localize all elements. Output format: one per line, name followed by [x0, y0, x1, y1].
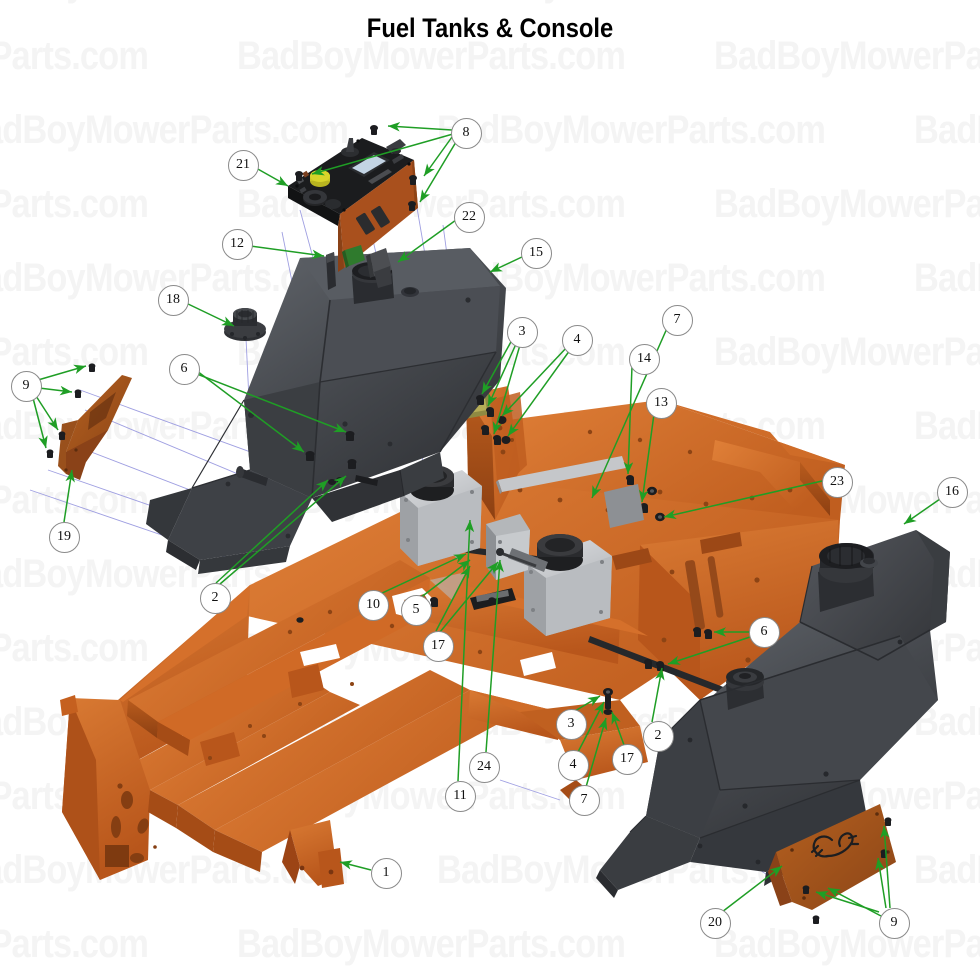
pump-linkage-rod [496, 548, 537, 568]
callout-number: 22 [462, 209, 476, 224]
rear-hydraulic-pump [524, 534, 612, 636]
callout-bubble-23[interactable]: 23 [821, 466, 853, 498]
callout-bubble-8[interactable]: 8 [450, 117, 482, 149]
callout-bubble-18[interactable]: 18 [157, 284, 189, 316]
page-title-text: Fuel Tanks & Console [366, 13, 614, 43]
operator-console [288, 138, 418, 272]
callout-bubble-10[interactable]: 10 [357, 589, 389, 621]
callout-bubble-24[interactable]: 24 [468, 751, 500, 783]
callout-number: 12 [230, 236, 244, 251]
callout-bubble-4[interactable]: 4 [561, 324, 593, 356]
callout-bubble-3[interactable]: 3 [506, 316, 538, 348]
callout-bubble-6[interactable]: 6 [168, 353, 200, 385]
callout-bubble-19[interactable]: 19 [48, 521, 80, 553]
callout-number: 7 [673, 312, 681, 327]
callout-bubble-22[interactable]: 22 [453, 201, 485, 233]
callout-bubble-17[interactable]: 17 [611, 743, 643, 775]
callout-number: 4 [569, 757, 577, 772]
callout-bubble-14[interactable]: 14 [628, 343, 660, 375]
callout-number: 5 [412, 602, 420, 617]
left-decal-panel [58, 375, 132, 480]
callout-leader-lines [32, 121, 941, 917]
callout-number: 6 [180, 361, 188, 376]
callout-number: 17 [620, 751, 634, 766]
callout-number: 7 [580, 792, 588, 807]
callout-number: 6 [760, 624, 768, 639]
callout-bubble-11[interactable]: 11 [444, 780, 476, 812]
callout-number: 9 [890, 915, 898, 930]
callout-bubble-15[interactable]: 15 [520, 237, 552, 269]
callout-bubble-12[interactable]: 12 [221, 228, 253, 260]
callout-number: 10 [366, 597, 380, 612]
callout-bubble-4[interactable]: 4 [557, 749, 589, 781]
callout-bubble-16[interactable]: 16 [936, 476, 968, 508]
callout-bubble-9[interactable]: 9 [878, 907, 910, 939]
callout-bubble-17[interactable]: 17 [422, 630, 454, 662]
right-fuel-tank [596, 530, 950, 898]
console-mount-clip [366, 248, 392, 288]
callout-bubble-9[interactable]: 9 [10, 370, 42, 402]
callout-bubble-2[interactable]: 2 [642, 720, 674, 752]
callout-number: 16 [945, 484, 959, 499]
callout-number: 19 [57, 529, 71, 544]
callout-number: 1 [382, 865, 390, 880]
callout-bubble-20[interactable]: 20 [699, 907, 731, 939]
callout-bubble-2[interactable]: 2 [199, 582, 231, 614]
callout-number: 21 [236, 157, 250, 172]
callout-bubble-5[interactable]: 5 [400, 594, 432, 626]
callout-number: 8 [462, 125, 470, 140]
callout-number: 23 [830, 474, 844, 489]
callout-number: 4 [573, 332, 581, 347]
callout-number: 14 [637, 351, 651, 366]
console-mount-post [326, 252, 336, 290]
callout-number: 18 [166, 292, 180, 307]
page-title: Fuel Tanks & Console [0, 13, 980, 44]
right-decal-panel [768, 804, 896, 910]
callout-bubble-13[interactable]: 13 [645, 387, 677, 419]
callout-number: 11 [453, 788, 467, 803]
callout-number: 3 [518, 324, 526, 339]
callout-number: 2 [654, 728, 662, 743]
callout-bubble-6[interactable]: 6 [748, 616, 780, 648]
callout-number: 20 [708, 915, 722, 930]
callout-bubble-21[interactable]: 21 [227, 149, 259, 181]
callout-number: 3 [567, 716, 575, 731]
callout-number: 9 [22, 378, 30, 393]
callout-bubble-7[interactable]: 7 [661, 304, 693, 336]
callout-number: 17 [431, 638, 445, 653]
callout-number: 24 [477, 759, 491, 774]
callout-number: 15 [529, 245, 543, 260]
callout-bubble-3[interactable]: 3 [555, 708, 587, 740]
tank-vent-cap [224, 308, 266, 341]
callout-number: 2 [211, 590, 219, 605]
console-latch-bracket [342, 245, 365, 268]
callout-bubble-7[interactable]: 7 [568, 784, 600, 816]
callout-number: 13 [654, 395, 668, 410]
callout-bubble-1[interactable]: 1 [370, 857, 402, 889]
